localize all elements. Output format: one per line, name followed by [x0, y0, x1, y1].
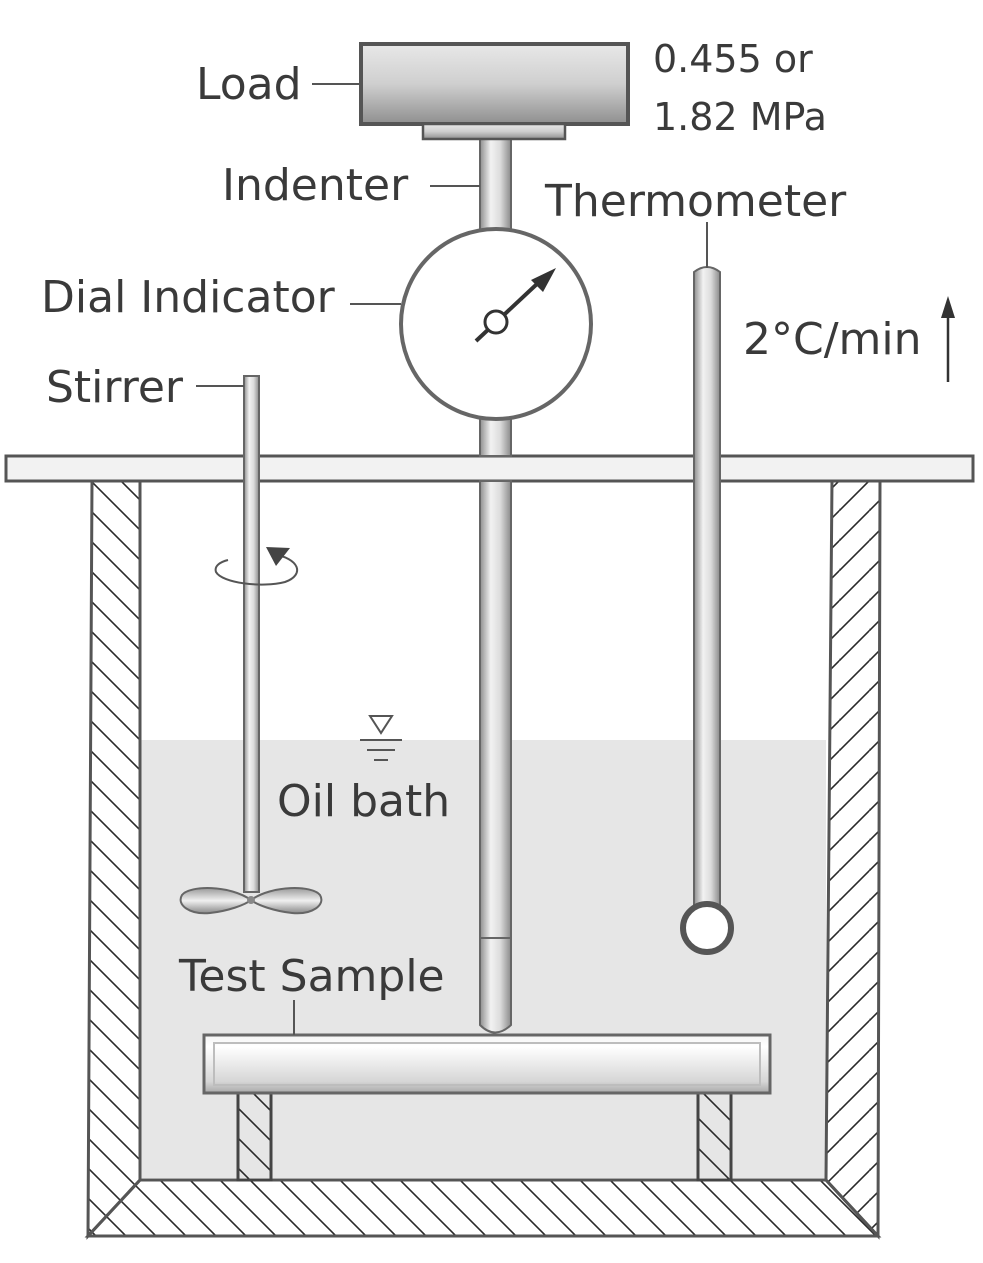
test-sample-label: Test Sample	[179, 951, 445, 1002]
test-sample	[202, 1033, 772, 1095]
pressure-label-line2: 1.82 MPa	[653, 95, 827, 139]
bath-container	[84, 478, 882, 1240]
load-label: Load	[196, 59, 302, 110]
dial-indicator	[399, 227, 593, 421]
top-plate	[4, 454, 975, 483]
stirrer-label: Stirrer	[46, 362, 184, 413]
thermometer-label: Thermometer	[545, 176, 847, 227]
liquid-level-icon	[360, 715, 402, 761]
heating-rate-label: 2°C/min	[743, 314, 922, 365]
pressure-label-line1: 0.455 or	[653, 37, 813, 81]
stirrer	[179, 375, 323, 915]
thermometer	[680, 266, 734, 955]
sample-supports	[236, 1090, 733, 1182]
rotation-arrow-icon	[214, 547, 299, 586]
arrow-up-icon	[941, 296, 955, 382]
oil-bath-label: Oil bath	[277, 776, 451, 827]
indenter-label: Indenter	[222, 160, 409, 211]
dial-indicator-label: Dial Indicator	[41, 272, 335, 323]
load-weight	[359, 42, 630, 141]
